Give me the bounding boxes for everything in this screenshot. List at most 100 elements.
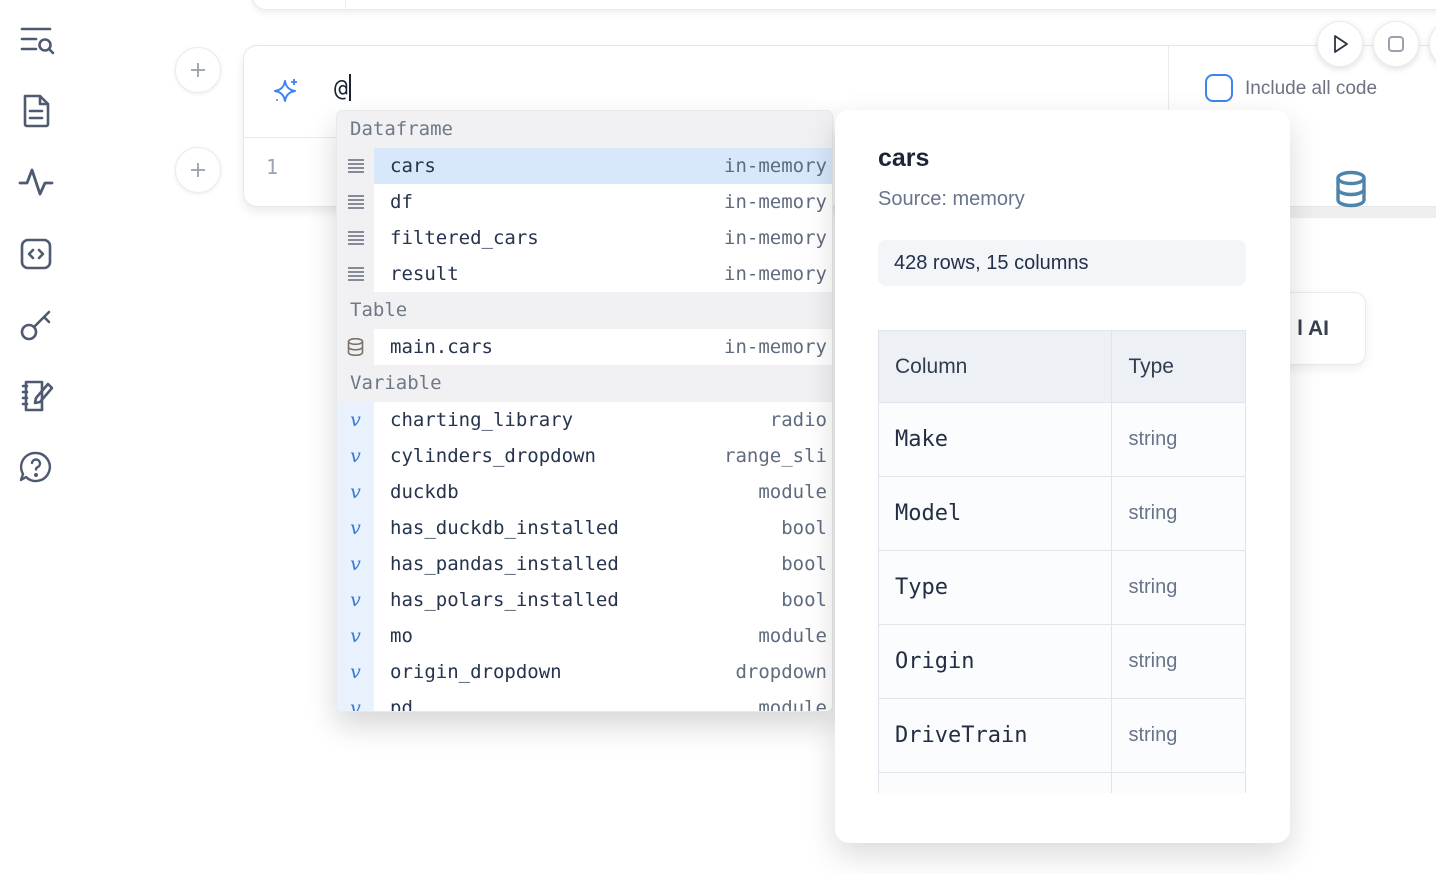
item-name: filtered_cars	[390, 227, 539, 249]
autocomplete-item-has-pandas-installed[interactable]: v has_pandas_installed bool	[337, 546, 832, 582]
preview-title: cars	[878, 144, 930, 172]
item-value: module	[758, 625, 827, 647]
autocomplete-item-has-duckdb-installed[interactable]: v has_duckdb_installed bool	[337, 510, 832, 546]
item-value: range_sli	[724, 445, 827, 467]
item-value: bool	[781, 589, 827, 611]
item-value: bool	[781, 553, 827, 575]
include-all-code-checkbox[interactable]	[1205, 74, 1233, 102]
table-row: Model string	[878, 476, 1246, 551]
item-name: pd	[390, 697, 413, 712]
section-header-variable: Variable	[337, 365, 832, 402]
autocomplete-item-df[interactable]: df in-memory	[337, 184, 832, 220]
table-row: Type string	[878, 550, 1246, 625]
schema-header-type: Type	[1111, 330, 1246, 403]
list-search-icon[interactable]	[16, 20, 56, 60]
key-icon[interactable]	[16, 305, 56, 345]
section-header-dataframe: Dataframe	[337, 111, 832, 148]
add-cell-below-button[interactable]	[175, 147, 221, 193]
plus-icon	[191, 63, 205, 77]
add-cell-above-button[interactable]	[175, 47, 221, 93]
variable-icon: v	[337, 654, 374, 690]
item-value: dropdown	[735, 661, 827, 683]
preview-shape-badge: 428 rows, 15 columns	[878, 240, 1246, 286]
item-value: module	[758, 697, 827, 712]
plus-icon	[191, 163, 205, 177]
item-name: has_polars_installed	[390, 589, 619, 611]
item-name: df	[390, 191, 413, 213]
dataframe-icon	[337, 184, 374, 220]
code-block-icon[interactable]	[16, 234, 56, 274]
notebook-edit-icon[interactable]	[16, 376, 56, 416]
variable-icon: v	[337, 618, 374, 654]
ai-prompt-input[interactable]: @	[334, 74, 351, 102]
autocomplete-item-pd-clipped[interactable]: v pd module	[337, 690, 832, 712]
item-value: in-memory	[724, 227, 827, 249]
dataframe-preview-panel: cars Source: memory 428 rows, 15 columns…	[835, 110, 1290, 843]
schema-header-column: Column	[878, 330, 1113, 403]
item-name: duckdb	[390, 481, 459, 503]
table-row-clipped	[878, 772, 1246, 793]
database-icon[interactable]	[1334, 170, 1368, 208]
run-cell-button[interactable]	[1317, 21, 1363, 67]
schema-table-wrap: Column Type Make string Model string Typ…	[878, 330, 1246, 793]
item-name: result	[390, 263, 459, 285]
activity-pulse-icon[interactable]	[16, 161, 56, 201]
autocomplete-item-filtered-cars[interactable]: filtered_cars in-memory	[337, 220, 832, 256]
item-value: in-memory	[724, 191, 827, 213]
variable-icon: v	[337, 438, 374, 474]
autocomplete-item-origin-dropdown[interactable]: v origin_dropdown dropdown	[337, 654, 832, 690]
schema-col-name: Origin	[878, 624, 1113, 699]
sparkles-icon	[272, 77, 300, 105]
previous-cell-divider	[345, 0, 346, 10]
preview-source: Source: memory	[878, 188, 1025, 210]
autocomplete-item-mo[interactable]: v mo module	[337, 618, 832, 654]
stop-cell-button[interactable]	[1373, 21, 1419, 67]
autocomplete-item-duckdb[interactable]: v duckdb module	[337, 474, 832, 510]
item-name: origin_dropdown	[390, 661, 562, 683]
item-name: main.cars	[390, 336, 493, 358]
schema-table: Column Type Make string Model string Typ…	[878, 330, 1246, 793]
variable-icon: v	[337, 474, 374, 510]
item-value: in-memory	[724, 263, 827, 285]
ai-assist-label: l AI	[1297, 316, 1329, 340]
variable-icon: v	[337, 582, 374, 618]
item-name: cars	[390, 155, 436, 177]
schema-col-type: string	[1111, 698, 1246, 773]
schema-header-row: Column Type	[878, 330, 1246, 403]
section-header-table: Table	[337, 292, 832, 329]
schema-col-name: DriveTrain	[878, 698, 1113, 773]
dataframe-icon	[337, 256, 374, 292]
table-row: Origin string	[878, 624, 1246, 699]
variable-icon: v	[337, 510, 374, 546]
stop-icon	[1388, 36, 1404, 52]
schema-col-type: string	[1111, 550, 1246, 625]
autocomplete-item-charting-library[interactable]: v charting_library radio	[337, 402, 832, 438]
item-value: bool	[781, 517, 827, 539]
variable-icon: v	[337, 402, 374, 438]
dataframe-icon	[337, 220, 374, 256]
item-name: has_duckdb_installed	[390, 517, 619, 539]
schema-col-name: Make	[878, 402, 1113, 477]
autocomplete-item-has-polars-installed[interactable]: v has_polars_installed bool	[337, 582, 832, 618]
item-name: has_pandas_installed	[390, 553, 619, 575]
item-value: module	[758, 481, 827, 503]
variable-icon: v	[337, 690, 374, 711]
schema-col-type: string	[1111, 402, 1246, 477]
autocomplete-item-result[interactable]: result in-memory	[337, 256, 832, 292]
schema-col-type: string	[1111, 476, 1246, 551]
variable-icon: v	[337, 546, 374, 582]
line-number: 1	[266, 155, 279, 179]
item-value: in-memory	[724, 155, 827, 177]
help-chat-icon[interactable]	[16, 448, 56, 488]
document-icon[interactable]	[16, 90, 56, 130]
autocomplete-dropdown: Dataframe cars in-memory df in-memory fi…	[336, 110, 833, 712]
autocomplete-item-cylinders-dropdown[interactable]: v cylinders_dropdown range_sli	[337, 438, 832, 474]
autocomplete-item-cars[interactable]: cars in-memory	[337, 148, 832, 184]
table-row: Make string	[878, 402, 1246, 477]
play-icon	[1334, 35, 1348, 53]
dataframe-icon	[337, 148, 374, 184]
ai-prompt-value: @	[334, 76, 348, 102]
include-all-code-label[interactable]: Include all code	[1245, 78, 1378, 99]
autocomplete-item-main-cars[interactable]: main.cars in-memory	[337, 329, 832, 365]
